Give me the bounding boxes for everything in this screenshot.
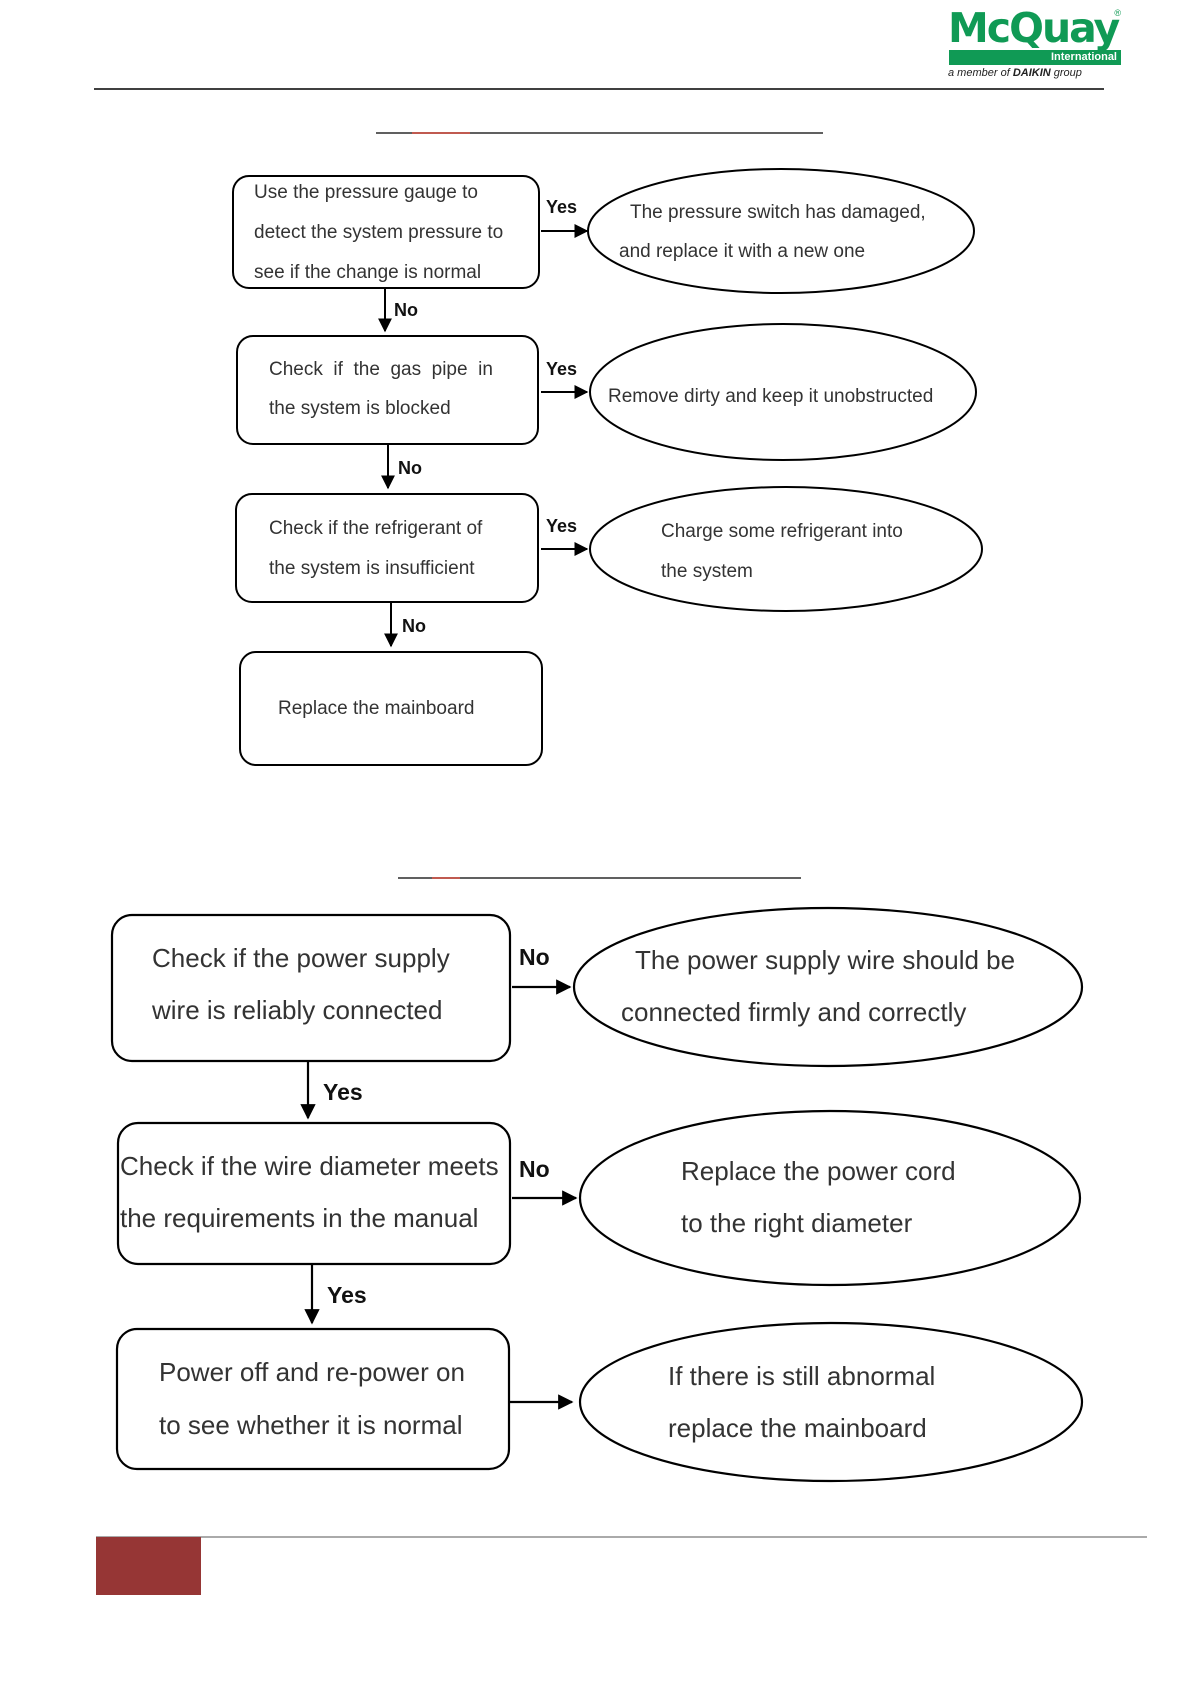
flow1-yes-label-3: Yes bbox=[546, 516, 577, 536]
flow2-step-1-line-2: wire is reliably connected bbox=[151, 995, 442, 1025]
flow1-no-label-3: No bbox=[402, 616, 426, 636]
flow2-step-1-line-1: Check if the power supply bbox=[152, 943, 450, 973]
flow1-step-3-line-1: Check if the refrigerant of bbox=[269, 518, 483, 539]
flowchart-pressure: Use the pressure gauge to detect the sys… bbox=[232, 168, 983, 766]
flow1-result-3-line-2: the system bbox=[661, 561, 753, 582]
flow2-result-2: Replace the power cord to the right diam… bbox=[578, 1109, 1082, 1287]
flow1-result-3: Charge some refrigerant into the system bbox=[589, 486, 983, 612]
flow2-step-2: Check if the wire diameter meets the req… bbox=[116, 1121, 512, 1266]
flow1-step-2-line-1: Check if the gas pipe in bbox=[269, 359, 493, 380]
flow2-step-1: Check if the power supply wire is reliab… bbox=[110, 913, 512, 1063]
flow1-yes-label-1: Yes bbox=[546, 197, 577, 217]
flow1-result-2-line-1: Remove dirty and keep it unobstructed bbox=[608, 386, 933, 407]
flow2-result-1: The power supply wire should be connecte… bbox=[572, 906, 1084, 1068]
mcquay-logo: McQuay ® International a member of DAIKI… bbox=[948, 6, 1123, 80]
flow1-no-label-2: No bbox=[398, 458, 422, 478]
flow1-step-2: Check if the gas pipe in the system is b… bbox=[236, 335, 539, 445]
flow2-no-label-2: No bbox=[519, 1156, 550, 1182]
flow1-step-3-line-2: the system is insufficient bbox=[269, 558, 475, 579]
flow1-result-2: Remove dirty and keep it unobstructed bbox=[589, 323, 977, 461]
flow1-yes-label-2: Yes bbox=[546, 359, 577, 379]
flow2-step-3: Power off and re-power on to see whether… bbox=[115, 1327, 511, 1471]
flow2-result-3-line-2: replace the mainboard bbox=[668, 1413, 927, 1443]
flow2-result-3-line-1: If there is still abnormal bbox=[668, 1361, 935, 1391]
flow1-step-1-line-1: Use the pressure gauge to bbox=[254, 182, 478, 203]
logo-brand: McQuay bbox=[948, 4, 1120, 52]
logo-member-line: a member of DAIKIN group bbox=[948, 67, 1082, 79]
flow1-step-2-line-2: the system is blocked bbox=[269, 398, 451, 419]
flow2-step-3-line-1: Power off and re-power on bbox=[159, 1357, 465, 1387]
flow1-result-1-line-2: and replace it with a new one bbox=[619, 241, 865, 262]
logo-member-suffix: group bbox=[1053, 67, 1082, 79]
logo-daikin: DAIKIN bbox=[1012, 67, 1051, 79]
flow2-no-label-1: No bbox=[519, 944, 550, 970]
flow2-result-2-line-2: to the right diameter bbox=[681, 1208, 913, 1238]
flow1-result-1-line-1: The pressure switch has damaged, bbox=[630, 202, 926, 223]
flow2-step-3-line-2: to see whether it is normal bbox=[159, 1410, 462, 1440]
flow1-step-1: Use the pressure gauge to detect the sys… bbox=[232, 175, 540, 289]
flow1-step-4-line-1: Replace the mainboard bbox=[278, 698, 474, 719]
flow1-step-4: Replace the mainboard bbox=[239, 651, 543, 766]
flow2-yes-label-1: Yes bbox=[323, 1079, 363, 1105]
flow2-result-2-line-1: Replace the power cord bbox=[681, 1156, 956, 1186]
flow2-result-1-line-2: connected firmly and correctly bbox=[621, 997, 966, 1027]
flow1-result-1: The pressure switch has damaged, and rep… bbox=[587, 168, 975, 294]
flow1-result-3-line-1: Charge some refrigerant into bbox=[661, 521, 903, 542]
flow2-result-1-line-1: The power supply wire should be bbox=[635, 945, 1015, 975]
logo-international: International bbox=[949, 50, 1121, 65]
logo-member-prefix: a member of bbox=[948, 67, 1010, 79]
logo-registered-mark: ® bbox=[1114, 8, 1121, 18]
footer-page-tab bbox=[96, 1537, 201, 1595]
flow2-result-3: If there is still abnormal replace the m… bbox=[578, 1321, 1084, 1483]
flowchart-power: Check if the power supply wire is reliab… bbox=[110, 906, 1084, 1483]
flow1-step-1-line-3: see if the change is normal bbox=[254, 262, 481, 283]
flow2-step-2-line-2: the requirements in the manual bbox=[120, 1203, 478, 1233]
flow1-step-3: Check if the refrigerant of the system i… bbox=[235, 493, 539, 603]
flow1-no-label-1: No bbox=[394, 300, 418, 320]
flow2-step-2-line-1: Check if the wire diameter meets bbox=[120, 1151, 499, 1181]
flow1-step-1-line-2: detect the system pressure to bbox=[254, 222, 503, 243]
flow2-yes-label-2: Yes bbox=[327, 1282, 367, 1308]
